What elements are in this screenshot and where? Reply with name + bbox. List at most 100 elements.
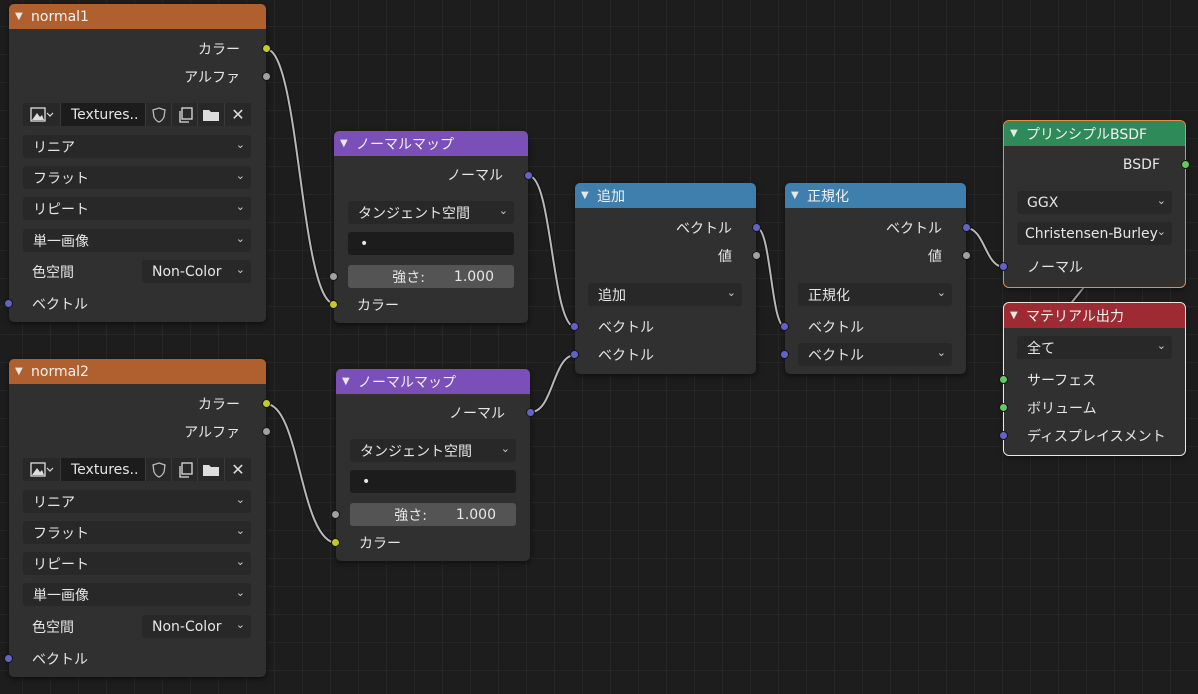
operation-dropdown[interactable]: 正規化⌄ — [798, 283, 952, 306]
projection-dropdown[interactable]: フラット⌄ — [23, 521, 251, 544]
space-dropdown[interactable]: タンジェント空間⌄ — [350, 439, 516, 462]
output-value-socket[interactable] — [752, 251, 761, 260]
duplicate-image-button[interactable] — [172, 458, 198, 481]
image-selector[interactable]: Textures.. ✕ — [23, 103, 251, 126]
image-name-field[interactable]: Textures.. — [61, 103, 146, 126]
image-selector[interactable]: Textures.. ✕ — [23, 458, 251, 481]
vector-math-normalize-node[interactable]: ▼ 正規化 ベクトル 値 正規化⌄ ベクトル ベクトル⌄ — [780, 183, 971, 374]
image-browse-button[interactable] — [23, 103, 61, 126]
strength-slider[interactable]: 強さ: 1.000 — [350, 503, 516, 526]
image-texture-node-normal2[interactable]: ▼ normal2 カラー アルファ Textures.. ✕ リニア⌄ フラッ… — [4, 359, 271, 677]
output-color-socket[interactable] — [262, 399, 271, 408]
output-color-socket[interactable] — [262, 44, 271, 53]
collapse-triangle-icon[interactable]: ▼ — [340, 138, 348, 149]
collapse-triangle-icon[interactable]: ▼ — [15, 11, 23, 22]
uv-map-field[interactable]: • — [348, 232, 514, 255]
duplicate-icon — [178, 461, 193, 478]
normal-map-node-2[interactable]: ▼ ノーマルマップ ノーマル タンジェント空間⌄ • 強さ: 1.000 カラー — [331, 369, 535, 561]
node-header[interactable]: ▼ 追加 — [575, 183, 756, 208]
chevron-down-icon: ⌄ — [726, 286, 736, 299]
vector-input-dropdown[interactable]: ベクトル⌄ — [798, 343, 952, 366]
node-header[interactable]: ▼ マテリアル出力 — [1004, 303, 1185, 328]
fake-user-button[interactable] — [146, 103, 172, 126]
input-surface-socket[interactable] — [999, 375, 1008, 384]
output-value-socket[interactable] — [962, 251, 971, 260]
interpolation-dropdown[interactable]: リニア⌄ — [23, 490, 251, 513]
vector-math-add-node[interactable]: ▼ 追加 ベクトル 値 追加⌄ ベクトル ベクトル — [570, 183, 761, 374]
input-strength-socket[interactable] — [329, 272, 338, 281]
colorspace-dropdown[interactable]: Non-Color⌄ — [142, 615, 251, 638]
extension-dropdown[interactable]: リピート⌄ — [23, 552, 251, 575]
collapse-triangle-icon[interactable]: ▼ — [581, 190, 589, 201]
collapse-triangle-icon[interactable]: ▼ — [791, 190, 799, 201]
colorspace-dropdown[interactable]: Non-Color⌄ — [142, 260, 251, 283]
normal-map-node-1[interactable]: ▼ ノーマルマップ ノーマル タンジェント空間⌄ • 強さ: 1.000 カラー — [329, 131, 533, 323]
chevron-down-icon: ⌄ — [498, 204, 508, 217]
input-color-socket[interactable] — [329, 300, 338, 309]
output-vector-socket[interactable] — [962, 223, 971, 232]
collapse-triangle-icon[interactable]: ▼ — [15, 366, 23, 377]
input-vector-2-socket[interactable] — [780, 350, 789, 359]
input-vector-1-socket[interactable] — [570, 322, 579, 331]
uv-map-field[interactable]: • — [350, 470, 516, 493]
image-browse-button[interactable] — [23, 458, 61, 481]
source-dropdown[interactable]: 単一画像⌄ — [23, 229, 251, 252]
chevron-down-icon: ⌄ — [936, 286, 946, 299]
chevron-down-icon: ⌄ — [235, 493, 245, 506]
output-alpha-socket[interactable] — [262, 427, 271, 436]
output-normal-socket[interactable] — [526, 408, 535, 417]
input-volume-socket[interactable] — [999, 403, 1008, 412]
close-icon: ✕ — [231, 460, 245, 479]
shield-icon — [151, 461, 166, 478]
fake-user-button[interactable] — [146, 458, 172, 481]
open-image-button[interactable] — [198, 103, 225, 126]
node-title: normal1 — [31, 8, 89, 25]
collapse-triangle-icon[interactable]: ▼ — [1010, 128, 1018, 139]
input-vector-2-socket[interactable] — [570, 350, 579, 359]
input-normal-socket[interactable] — [999, 262, 1008, 271]
distribution-dropdown[interactable]: GGX⌄ — [1017, 191, 1172, 214]
node-header[interactable]: ▼ normal2 — [9, 359, 266, 384]
image-texture-node-normal1[interactable]: ▼ normal1 カラー アルファ Textures.. ✕ リニア⌄ フラッ… — [4, 4, 271, 322]
node-title: プリンシプルBSDF — [1026, 126, 1148, 143]
extension-dropdown[interactable]: リピート⌄ — [23, 197, 251, 220]
output-bsdf-socket[interactable] — [1181, 160, 1190, 169]
unlink-image-button[interactable]: ✕ — [225, 458, 251, 481]
strength-slider[interactable]: 強さ: 1.000 — [348, 265, 514, 288]
output-vector-label: ベクトル — [676, 221, 732, 237]
interpolation-dropdown[interactable]: リニア⌄ — [23, 135, 251, 158]
node-header[interactable]: ▼ ノーマルマップ — [334, 131, 528, 156]
chevron-down-icon: ⌄ — [1156, 225, 1166, 238]
subsurface-method-dropdown[interactable]: Christensen-Burley⌄ — [1017, 222, 1172, 245]
projection-dropdown[interactable]: フラット⌄ — [23, 166, 251, 189]
principled-bsdf-node[interactable]: ▼ プリンシプルBSDF BSDF GGX⌄ Christensen-Burle… — [999, 120, 1190, 288]
source-dropdown[interactable]: 単一画像⌄ — [23, 583, 251, 606]
space-dropdown[interactable]: タンジェント空間⌄ — [348, 201, 514, 224]
open-image-button[interactable] — [198, 458, 225, 481]
unlink-image-button[interactable]: ✕ — [225, 103, 251, 126]
input-displacement-socket[interactable] — [999, 431, 1008, 440]
material-output-node[interactable]: ▼ マテリアル出力 全て⌄ サーフェス ボリューム ディスプレイスメント — [999, 302, 1186, 456]
input-color-socket[interactable] — [331, 538, 340, 547]
operation-dropdown[interactable]: 追加⌄ — [588, 283, 742, 306]
node-header[interactable]: ▼ プリンシプルBSDF — [1004, 121, 1185, 146]
node-header[interactable]: ▼ ノーマルマップ — [336, 369, 530, 394]
input-vector-socket[interactable] — [4, 299, 13, 308]
collapse-triangle-icon[interactable]: ▼ — [1010, 310, 1018, 321]
output-vector-socket[interactable] — [752, 223, 761, 232]
node-header[interactable]: ▼ normal1 — [9, 4, 266, 29]
target-dropdown[interactable]: 全て⌄ — [1017, 336, 1172, 359]
strength-value: 1.000 — [455, 506, 496, 523]
output-alpha-socket[interactable] — [262, 72, 271, 81]
node-header[interactable]: ▼ 正規化 — [785, 183, 966, 208]
output-normal-socket[interactable] — [524, 171, 533, 180]
input-vector-1-socket[interactable] — [780, 322, 789, 331]
input-vector-socket[interactable] — [4, 654, 13, 663]
collapse-triangle-icon[interactable]: ▼ — [342, 376, 350, 387]
input-strength-socket[interactable] — [331, 510, 340, 519]
duplicate-image-button[interactable] — [172, 103, 198, 126]
link-add-to-normalize — [755, 226, 787, 329]
input-vector-1-label: ベクトル — [598, 320, 654, 336]
image-name-field[interactable]: Textures.. — [61, 458, 146, 481]
